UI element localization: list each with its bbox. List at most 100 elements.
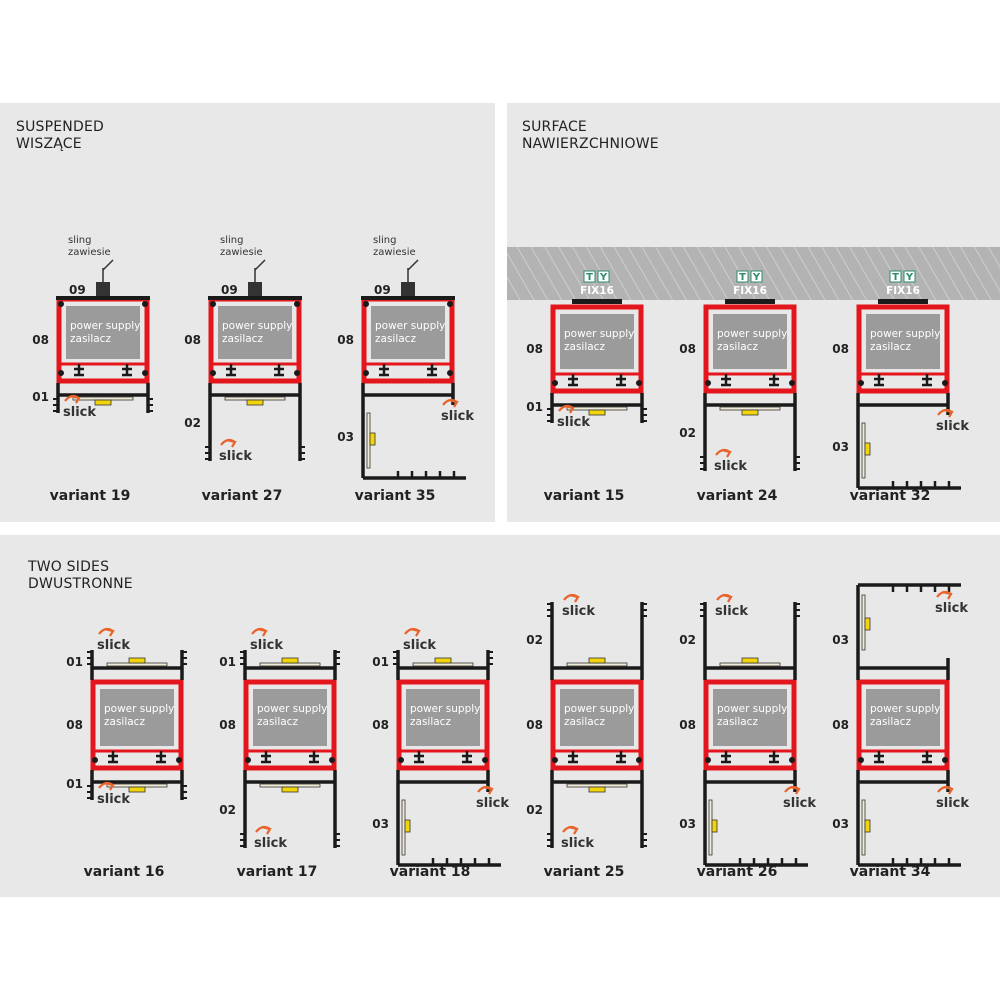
led-chip xyxy=(281,657,299,664)
wall-ridges xyxy=(547,833,552,847)
module-code-label: 08 xyxy=(679,342,696,356)
zawiesie-label: zawiesie xyxy=(68,247,111,258)
led-strip xyxy=(708,799,713,856)
module-code-label: 09 xyxy=(374,283,391,297)
profile-clip-foot xyxy=(874,374,884,387)
wall-ridges xyxy=(393,651,398,665)
slick-logo-arc xyxy=(936,590,953,600)
module-code-label: 02 xyxy=(679,426,696,440)
slick-logo: slick xyxy=(97,781,130,807)
module-02 xyxy=(240,770,340,848)
wall-ridges xyxy=(182,785,187,799)
profile-corner-dot xyxy=(142,301,148,307)
module-code-label: 02 xyxy=(679,633,696,647)
profile-corner-dot xyxy=(294,301,300,307)
sling-label: sling xyxy=(220,235,243,246)
module-code-label: 01 xyxy=(526,400,543,414)
module-01 xyxy=(393,650,493,680)
heading-two-sides-pl: DWUSTRONNE xyxy=(28,576,133,592)
slick-logo-text: slick xyxy=(936,796,969,811)
sling-clamp xyxy=(248,282,262,298)
power-supply-label: power supply xyxy=(257,703,327,715)
sling-clamp xyxy=(96,282,110,298)
profile-corner-dot xyxy=(636,380,642,386)
sling-clamp xyxy=(401,282,415,298)
module-code-label: 08 xyxy=(184,333,201,347)
module-code-label: 03 xyxy=(337,430,354,444)
led-strip xyxy=(259,783,321,788)
slick-logo-text: slick xyxy=(557,415,590,430)
slick-logo: slick xyxy=(219,438,252,464)
slick-logo-arc xyxy=(937,785,954,795)
led-chip xyxy=(864,617,871,631)
profile-clip-foot xyxy=(274,364,284,377)
slick-logo-arc xyxy=(715,448,732,458)
power-supply-label: power supply xyxy=(870,328,940,340)
zasilacz-label: zasilacz xyxy=(70,333,111,345)
sling-wire xyxy=(102,259,114,271)
slick-logo-text: slick xyxy=(561,836,594,851)
profile-corner-dot xyxy=(482,757,488,763)
slick-logo: slick xyxy=(403,627,436,653)
profile-clip-foot xyxy=(616,751,626,764)
power-supply-unit xyxy=(713,689,787,746)
zasilacz-label: zasilacz xyxy=(257,716,298,728)
power-supply-unit xyxy=(253,689,327,746)
power-supply-label: power supply xyxy=(717,328,787,340)
slick-logo: slick xyxy=(97,627,130,653)
module-code-label: 08 xyxy=(832,718,849,732)
sling-label: sling xyxy=(68,235,91,246)
profile-clip-foot xyxy=(568,374,578,387)
power-supply-unit xyxy=(406,689,480,746)
power-supply-unit xyxy=(66,306,140,359)
module-code-label: 08 xyxy=(337,333,354,347)
slick-logo-text: slick xyxy=(476,796,509,811)
led-strip xyxy=(566,406,628,411)
wall-ridges xyxy=(240,651,245,665)
slick-logo-text: slick xyxy=(715,604,748,619)
slick-logo: slick xyxy=(783,785,816,811)
module-code-label: 01 xyxy=(372,655,389,669)
module-code-label: 03 xyxy=(372,817,389,831)
variant-label: variant 32 xyxy=(850,488,931,504)
profile-clip-foot xyxy=(721,751,731,764)
slick-logo: slick xyxy=(63,394,96,420)
zasilacz-label: zasilacz xyxy=(375,333,416,345)
wall-ridges xyxy=(148,398,153,412)
led-chip xyxy=(588,409,606,416)
red-profile-outline xyxy=(90,679,184,771)
led-chip xyxy=(434,657,452,664)
led-strip xyxy=(412,662,474,667)
profile-corner-dot xyxy=(552,380,558,386)
wall-ridges xyxy=(335,833,340,847)
wall-ridges xyxy=(700,456,705,470)
module-code-label: 08 xyxy=(679,718,696,732)
wall-ridges xyxy=(53,398,58,412)
fix-y-badge xyxy=(750,270,763,283)
slick-logo: slick xyxy=(250,627,283,653)
profile-corner-dot xyxy=(58,301,64,307)
module-code-label: 03 xyxy=(832,817,849,831)
power-supply-label: power supply xyxy=(70,320,140,332)
slick-logo: slick xyxy=(714,448,747,474)
module-code-label: 01 xyxy=(66,655,83,669)
wall-ridges xyxy=(300,446,305,460)
variant-label: variant 34 xyxy=(850,864,931,880)
profile-corner-dot xyxy=(142,370,148,376)
sling-wire xyxy=(254,259,266,271)
led-strip xyxy=(106,662,168,667)
power-supply-label: power supply xyxy=(104,703,174,715)
slick-logo: slick xyxy=(561,825,594,851)
slick-logo: slick xyxy=(715,593,748,619)
profile-clip-foot xyxy=(379,364,389,377)
fix16-mount xyxy=(725,299,775,304)
variant-label: variant 17 xyxy=(237,864,318,880)
zasilacz-label: zasilacz xyxy=(410,716,451,728)
variant-label: variant 15 xyxy=(544,488,625,504)
module-02 xyxy=(205,383,305,461)
led-chip xyxy=(588,657,606,664)
sling-wire xyxy=(407,259,419,271)
profile-clip-foot xyxy=(922,751,932,764)
